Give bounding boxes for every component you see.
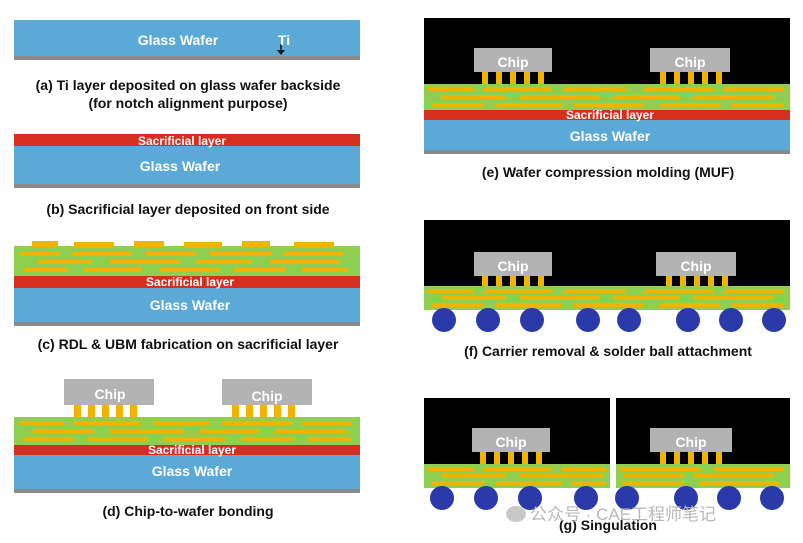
glass-wafer-label: Glass Wafer	[150, 297, 231, 313]
glass-wafer	[424, 120, 790, 150]
glass-wafer-label: Glass Wafer	[570, 128, 651, 144]
ti-layer	[14, 489, 360, 493]
chip-bumps	[74, 405, 295, 417]
glass-wafer-label: Glass Wafer	[152, 463, 233, 479]
chip-2-label: Chip	[680, 258, 711, 274]
rdl-traces	[20, 241, 348, 272]
step-d-diagram: Chip Chip Sacrificial layer Glass Wafer	[14, 374, 360, 496]
ti-layer	[14, 322, 360, 326]
caption-c: (c) RDL & UBM fabrication on sacrificial…	[37, 336, 339, 352]
ti-arrowhead	[277, 50, 285, 55]
chip-2	[650, 48, 730, 72]
caption-a-line1: (a) Ti layer deposited on glass wafer ba…	[35, 77, 341, 93]
ti-layer	[14, 56, 360, 60]
chip-1	[472, 428, 550, 452]
wechat-icon	[506, 506, 526, 522]
rdl-traces	[428, 87, 784, 107]
solder-balls	[432, 308, 786, 332]
glass-wafer	[14, 455, 360, 489]
caption-b: (b) Sacrificial layer deposited on front…	[46, 201, 330, 217]
chip-bumps	[482, 276, 728, 288]
sacrificial-layer	[14, 134, 360, 146]
chip-1	[64, 379, 154, 405]
step-c-diagram: Sacrificial layer Glass Wafer	[14, 238, 360, 328]
rdl-traces	[20, 421, 352, 441]
watermark-text: 公众号 · CAE工程师笔记	[530, 505, 717, 524]
sacrificial-layer	[424, 110, 790, 120]
chip-2	[656, 252, 736, 276]
caption-e: (e) Wafer compression molding (MUF)	[481, 164, 735, 180]
step-b-diagram: Sacrificial layer Glass Wafer	[14, 132, 360, 188]
step-e-diagram: Chip Chip Sacrificial layer Glass Wafer	[424, 18, 790, 156]
rdl-traces	[428, 289, 784, 307]
sacrificial-label: Sacrificial layer	[148, 443, 236, 457]
step-a-diagram: Glass Wafer Ti	[14, 18, 360, 64]
glass-wafer	[14, 20, 360, 56]
caption-a-line2: (for notch alignment purpose)	[88, 95, 288, 111]
glass-wafer-label: Glass Wafer	[140, 158, 221, 174]
chip-2	[222, 379, 312, 405]
sacrificial-label: Sacrificial layer	[138, 134, 226, 148]
chip-1-label: Chip	[94, 386, 125, 402]
step-f-diagram: Chip Chip	[424, 220, 790, 334]
solder-balls	[430, 486, 784, 510]
ti-label: Ti	[278, 32, 290, 48]
chip-bumps	[480, 452, 722, 464]
chip-2-label: Chip	[674, 54, 705, 70]
ti-layer	[424, 150, 790, 154]
watermark: 公众号 · CAE工程师笔记	[506, 500, 716, 525]
caption-f: (f) Carrier removal & solder ball attach…	[464, 343, 752, 359]
step-g-diagram: Chip Chip	[424, 398, 790, 512]
chip-1-label: Chip	[497, 258, 528, 274]
chip-1	[474, 48, 552, 72]
chip-bumps	[482, 72, 722, 84]
sacrificial-layer	[14, 445, 360, 455]
caption-g: (g) Singulation	[559, 517, 657, 533]
ti-layer	[14, 184, 360, 188]
caption-d: (d) Chip-to-wafer bonding	[102, 503, 274, 519]
sacrificial-layer	[14, 276, 360, 288]
chip-2-label: Chip	[251, 388, 282, 404]
chip-1-label: Chip	[495, 434, 526, 450]
sacrificial-label: Sacrificial layer	[566, 108, 654, 122]
glass-wafer	[14, 146, 360, 184]
glass-wafer	[14, 288, 360, 322]
chip-1-label: Chip	[497, 54, 528, 70]
glass-wafer-label: Glass Wafer	[138, 32, 219, 48]
chip-2-label: Chip	[675, 434, 706, 450]
chip-2	[650, 428, 732, 452]
chip-1	[474, 252, 552, 276]
sacrificial-label: Sacrificial layer	[146, 275, 234, 289]
rdl-traces	[428, 467, 784, 485]
